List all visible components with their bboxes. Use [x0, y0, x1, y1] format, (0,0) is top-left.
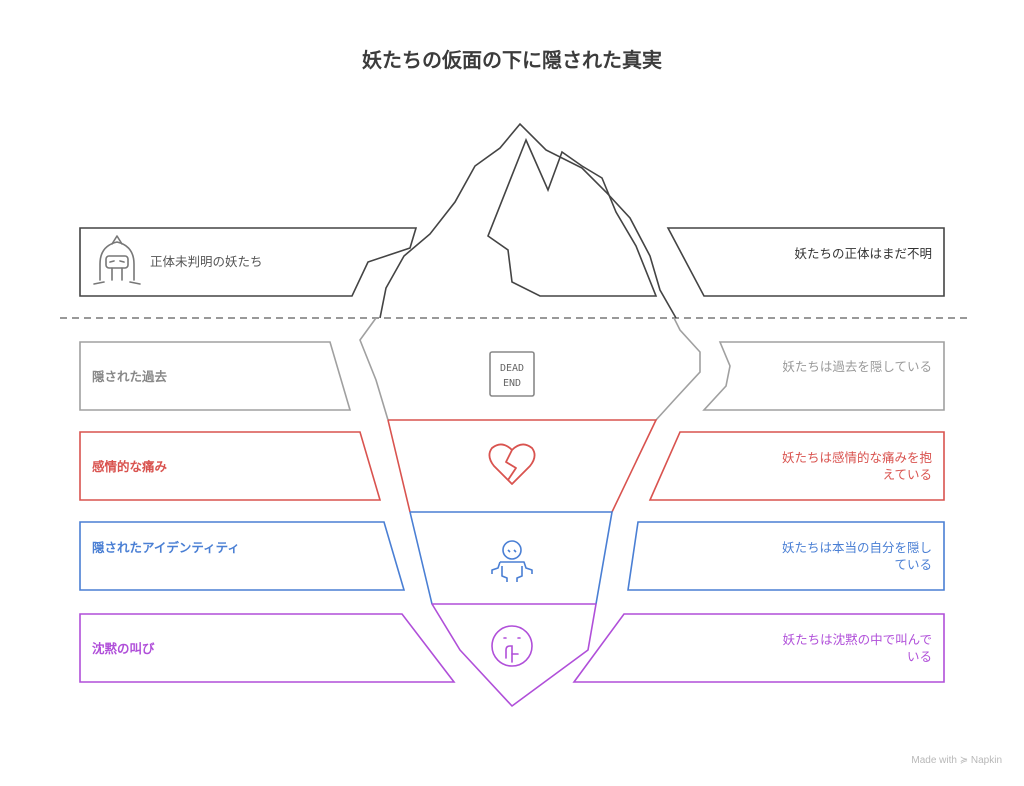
- shush-face-icon: [491, 625, 533, 667]
- pain-right-label: 妖たちは感情的な痛みを抱えている: [781, 450, 932, 482]
- silence-right-label: 妖たちは沈黙の中で叫んでいる: [782, 632, 932, 664]
- dead-end-bottom-text: END: [503, 378, 521, 389]
- past-right-banner: [702, 341, 945, 411]
- broken-heart-icon: [488, 443, 536, 485]
- identity-right-label: 妖たちは本当の自分を隠している: [781, 540, 932, 572]
- pain-band-outline: [387, 419, 658, 513]
- identity-band-outline: [409, 511, 613, 605]
- tip-left-label: 正体未判明の妖たち: [150, 254, 263, 269]
- tip-left-banner: [79, 227, 418, 297]
- past-right-label: 妖たちは過去を隠している: [782, 359, 932, 374]
- identity-left-banner: [79, 521, 406, 591]
- past-left-banner: [79, 341, 352, 411]
- dead-end-top-text: DEAD: [500, 363, 524, 374]
- past-left-label: 隠された過去: [92, 369, 168, 384]
- silence-band-outline: [431, 603, 597, 707]
- identity-left-label: 隠されたアイデンティティ: [92, 540, 240, 555]
- dead-end-sign-icon: DEAD END: [489, 351, 535, 397]
- pain-left-label: 感情的な痛み: [92, 459, 168, 474]
- iceberg-tip-outline: [379, 122, 677, 319]
- astronaut-icon: [491, 540, 533, 582]
- silence-right-banner: [572, 613, 945, 683]
- past-iceberg-left: [359, 317, 389, 421]
- tip-right-label: 妖たちの正体はまだ不明: [794, 246, 932, 261]
- tip-right-banner: [666, 227, 945, 297]
- footer-credit: Made with ≽ Napkin: [911, 755, 1002, 766]
- silence-left-label: 沈黙の叫び: [92, 641, 155, 656]
- identity-right-banner: [627, 521, 945, 591]
- pain-right-banner: [648, 431, 945, 501]
- hooded-figure-icon: [93, 235, 141, 285]
- iceberg-peak: [487, 137, 658, 297]
- pain-left-banner: [79, 431, 382, 501]
- page-title: 妖たちの仮面の下に隠された真実: [362, 48, 662, 72]
- silence-left-banner: [79, 613, 456, 683]
- past-iceberg-right: [655, 317, 701, 421]
